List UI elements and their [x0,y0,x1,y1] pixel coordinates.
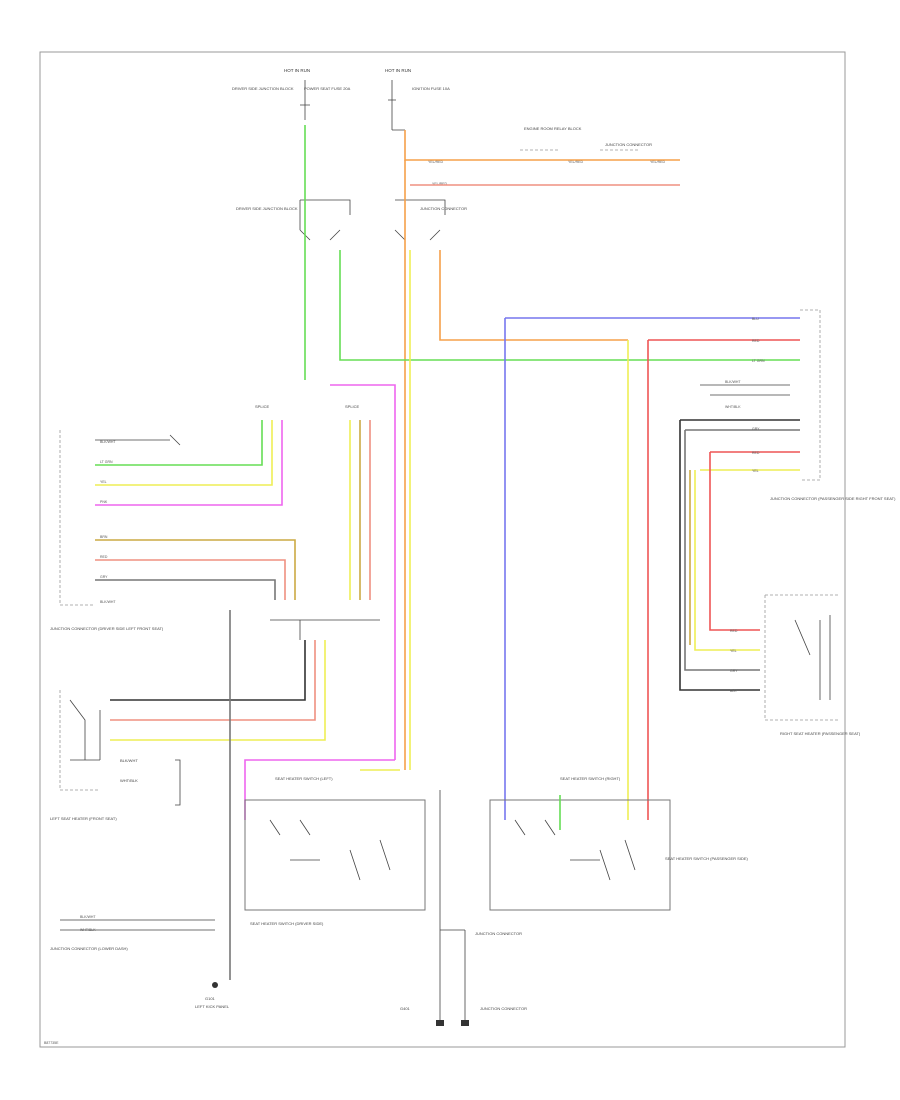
left-seat-heater-label: LEFT SEAT HEATER (FRONT SEAT) [50,816,117,821]
heater-switch-left-label: SEAT HEATER SWITCH (LEFT) [275,776,333,781]
relay-block-label: ENGINE ROOM RELAY BLOCK [524,126,582,131]
blk-wht-label-1: BLK/WHT [100,440,116,444]
left-heater-switch: SEAT HEATER SWITCH (LEFT) SEAT HEATER SW… [244,776,426,926]
ground-left-label: LEFT KICK PANEL [195,1004,230,1009]
junction-block-left-label: DRIVER SIDE JUNCTION BLOCK [232,86,294,91]
connector-top-right-label: JUNCTION CONNECTOR [605,142,652,147]
red-label-right-2: RED [752,451,760,455]
gry-label-seat: GRY [730,669,738,673]
brn-label-left: BRN [100,535,108,539]
ground-right-label: JUNCTION CONNECTOR [480,1006,527,1011]
gry-label-left: GRY [100,575,108,579]
top-power-section: HOT IN RUN HOT IN RUN DRIVER SIDE JUNCTI… [232,68,665,241]
connector-top-center-label: JUNCTION CONNECTOR [420,206,467,211]
red-label-seat: RED [730,629,738,633]
left-heater-switch-label: SEAT HEATER SWITCH (DRIVER SIDE) [250,921,324,926]
yel-red-label-4: YEL/RED [432,182,447,186]
footer-code: B87735E [44,1041,59,1045]
left-junction-connector: BLK/WHT LT GRN YEL PNK BRN RED GRY BLK/W… [50,404,380,640]
pnk-label-left: PNK [100,500,108,504]
junction-block-driver-label: DRIVER SIDE JUNCTION BLOCK [236,206,298,211]
yel-label-right: YEL [752,469,759,473]
grn-label-right: LT GRN [752,359,765,363]
right-heater-switch: SEAT HEATER SWITCH (RIGHT) SEAT HEATER S… [489,776,748,911]
ground-center-symbol [436,1020,444,1026]
wht-blk-label-2: WHT/BLK [725,405,741,409]
fuse-left-label: POWER SEAT FUSE 20A [304,86,351,91]
yel-red-label-1: YEL/RED [428,160,443,164]
diagram-frame [39,51,846,1048]
right-junction-connector: BLU RED LT GRN BLK/WHT WHT/BLK GRY RED Y… [700,309,896,501]
yel-label-left: YEL [100,480,107,484]
yel-label-seat: YEL [730,649,737,653]
right-heater-switch-label: SEAT HEATER SWITCH (PASSENGER SIDE) [665,856,748,861]
ground-right-symbol [461,1020,469,1026]
hot-run-label-right: HOT IN RUN [385,68,411,73]
blk-wht-label-3: BLK/WHT [120,758,138,763]
fuse-right-label: IGNITION FUSE 10A [412,86,450,91]
right-seat-component: RED YEL GRY BLK RIGHT SEAT HEATER (PASSE… [730,594,861,736]
gry-label-right: GRY [752,427,760,431]
right-seat-component-label: RIGHT SEAT HEATER (PASSENGER SEAT) [780,731,861,736]
ground-center-id: G401 [400,1006,411,1011]
wht-blk-label-3: WHT/BLK [80,928,96,932]
blu-label-right: BLU [752,317,759,321]
blk-wht-label-5: BLK/WHT [80,915,96,919]
blk-label-seat: BLK [730,689,737,693]
grn-label-left: LT GRN [100,460,113,464]
left-seat-heater: BLK/WHT WHT/BLK LEFT SEAT HEATER (FRONT … [50,690,181,821]
bottom-left-connector-label: JUNCTION CONNECTOR (LOWER DASH) [50,946,128,951]
blk-wht-label-4: BLK/WHT [725,380,741,384]
blk-wht-label-2: BLK/WHT [100,600,116,604]
yel-red-label-2: YEL/RED [568,160,583,164]
red-label-left: RED [100,555,108,559]
ground-center-label: JUNCTION CONNECTOR [475,931,522,936]
right-junction-connector-label: JUNCTION CONNECTOR (PASSENGER SIDE RIGHT… [770,496,896,501]
wht-blk-label-1: WHT/BLK [120,778,138,783]
splice-label-right: SPLICE [345,404,360,409]
red-label-right: RED [752,339,760,343]
ground-left-symbol [212,982,218,988]
heater-switch-right-label: SEAT HEATER SWITCH (RIGHT) [560,776,621,781]
bottom-section: BLK/WHT WHT/BLK JUNCTION CONNECTOR (LOWE… [50,790,527,1026]
hot-run-label-left: HOT IN RUN [284,68,310,73]
yel-red-label-3: YEL/RED [650,160,665,164]
left-junction-connector-label: JUNCTION CONNECTOR (DRIVER SIDE LEFT FRO… [50,626,164,631]
ground-left-id: G101 [205,996,216,1001]
wire-network [95,125,800,980]
splice-label-left: SPLICE [255,404,270,409]
